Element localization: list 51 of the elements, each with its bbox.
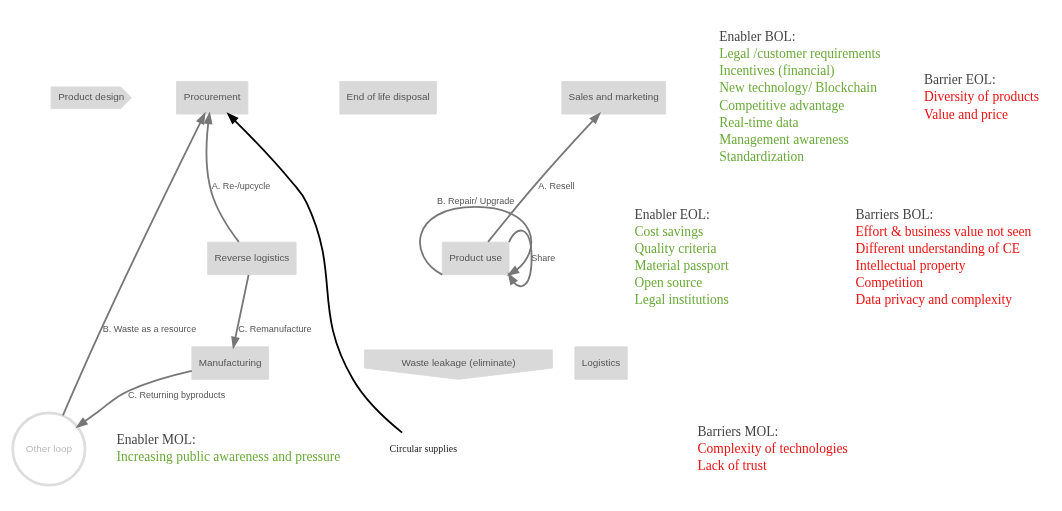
edge-label: C. Returning byproducts — [127, 390, 226, 401]
label: Enabler EOL: — [634, 206, 710, 222]
arrow — [507, 229, 533, 288]
edge-label: C. Remanufacture — [238, 324, 312, 335]
label: Effort & business value not seen — [855, 223, 1032, 239]
edge-label: B. Waste as a resource — [102, 324, 197, 335]
label: Real-time data — [719, 114, 799, 130]
node-text: Circular supplies — [389, 442, 458, 454]
label: Quality criteria — [634, 240, 717, 256]
node-box: End of life disposal — [339, 81, 437, 115]
arrow — [75, 370, 193, 429]
label: Incentives (financial) — [719, 63, 835, 79]
label: Enabler MOL: — [116, 431, 196, 447]
label: Increasing public awareness and pressure — [116, 448, 341, 464]
arrow — [62, 111, 206, 417]
label: Management awareness — [719, 131, 849, 147]
edge-label: B. Repair/ Upgrade — [437, 196, 515, 207]
label: Cost savings — [634, 223, 704, 239]
label: Value and price — [924, 106, 1009, 122]
node-box: Manufacturing — [191, 346, 269, 380]
label: New technology/ Blockchain — [719, 80, 877, 96]
edge-label: A. Re-/upcycle — [211, 180, 271, 191]
edge-label: A. Resell — [538, 180, 575, 191]
arrow — [419, 206, 533, 277]
arrow — [487, 112, 602, 243]
label: Lack of trust — [697, 457, 767, 473]
label: Complexity of technologies — [697, 440, 848, 456]
label: Open source — [634, 275, 703, 291]
arrow — [231, 274, 250, 350]
label: Data privacy and complexity — [855, 292, 1012, 308]
node-box: Procurement — [176, 81, 249, 115]
label: Enabler BOL: — [719, 28, 796, 44]
node-box: Logistics — [574, 346, 628, 380]
node-box: Sales and marketing — [561, 81, 667, 115]
node-box: Product use — [441, 241, 510, 276]
arrow — [203, 111, 240, 243]
label: Barriers BOL: — [855, 206, 934, 222]
node-box: Reverse logistics — [207, 241, 297, 276]
label: Competition — [855, 275, 924, 291]
label: Different understanding of CE — [855, 240, 1021, 256]
label: Legal /customer requirements — [719, 46, 881, 62]
label: Competitive advantage — [719, 97, 845, 113]
label: Intellectual property — [855, 258, 966, 274]
label: Barriers MOL: — [697, 423, 779, 439]
label: Material passport — [634, 258, 729, 274]
arrow — [226, 112, 403, 434]
label: Standardization — [719, 148, 805, 164]
label: Diversity of products — [924, 89, 1039, 105]
label: Legal institutions — [634, 292, 729, 308]
edge-label: Share — [531, 252, 556, 263]
label: Barrier EOL: — [924, 72, 996, 88]
